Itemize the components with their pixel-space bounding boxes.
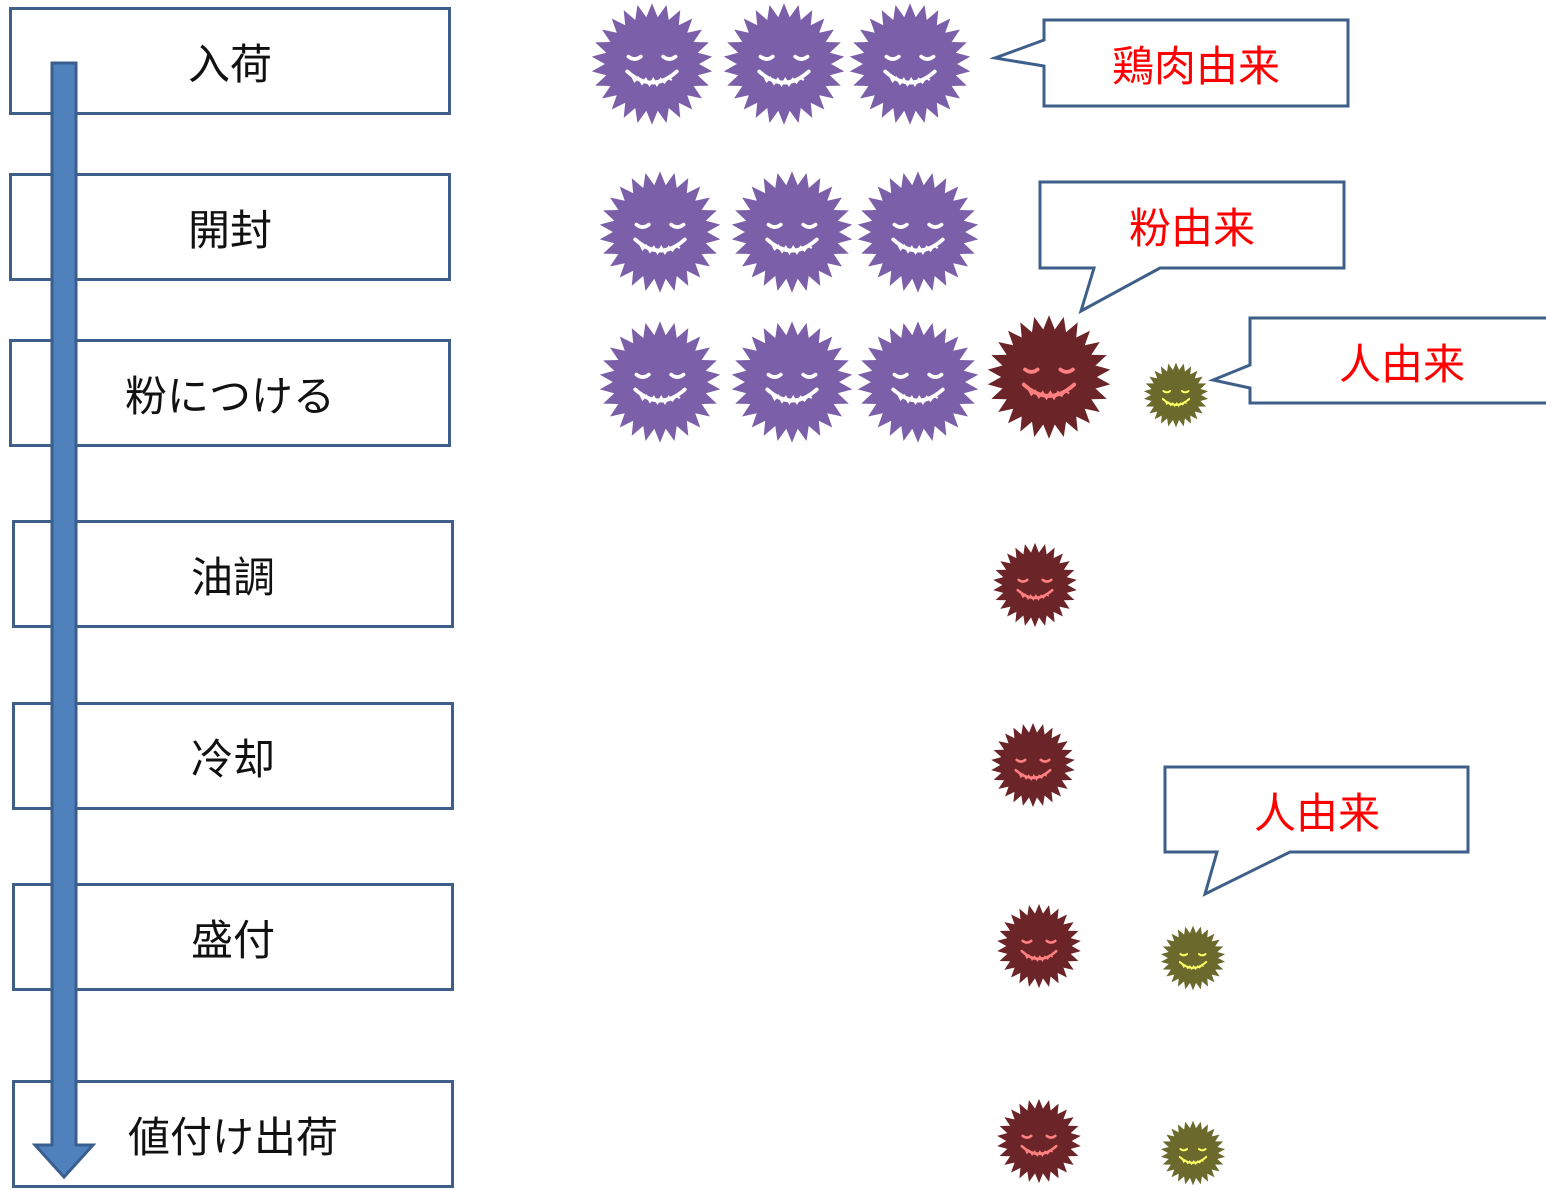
step-label: 値付け出荷 <box>127 1112 338 1162</box>
dark-red-germ-icon <box>986 314 1112 444</box>
step-label: 油調 <box>190 552 275 602</box>
step-label: 粉につける <box>124 371 335 421</box>
dark-red-germ-icon <box>990 722 1076 812</box>
callout-human1-text: 人由来 <box>1338 339 1465 389</box>
step-label: 盛付 <box>190 915 275 965</box>
step-label: 入荷 <box>187 39 272 89</box>
step-box-plating: 盛付 <box>12 883 454 991</box>
purple-germ-icon <box>848 2 972 130</box>
callout-flour-text: 粉由来 <box>1128 203 1255 253</box>
purple-germ-icon <box>598 170 722 298</box>
olive-germ-icon <box>1160 1120 1226 1190</box>
step-box-flour: 粉につける <box>9 339 451 447</box>
purple-germ-icon <box>722 2 846 130</box>
olive-germ-icon <box>1143 362 1209 432</box>
purple-germ-icon <box>856 320 980 448</box>
step-label: 開封 <box>187 205 272 255</box>
callout-human2-shape <box>1163 765 1470 897</box>
dark-red-germ-icon <box>992 542 1078 632</box>
purple-germ-icon <box>730 170 854 298</box>
step-box-frying: 油調 <box>12 520 454 628</box>
step-box-open: 開封 <box>9 173 451 281</box>
step-label: 冷却 <box>190 734 275 784</box>
callout-chicken-text: 鶏肉由来 <box>1111 41 1280 91</box>
step-box-arrival: 入荷 <box>9 7 451 115</box>
purple-germ-icon <box>856 170 980 298</box>
step-box-cooling: 冷却 <box>12 702 454 810</box>
callout-flour-shape <box>1038 180 1346 315</box>
olive-germ-icon <box>1160 925 1226 995</box>
callout-human1-shape <box>1207 316 1546 405</box>
dark-red-germ-icon <box>996 903 1082 993</box>
callout-human2-text: 人由来 <box>1253 788 1380 838</box>
step-box-shipping: 値付け出荷 <box>12 1080 454 1188</box>
dark-red-germ-icon <box>996 1098 1082 1188</box>
callout-chicken-shape <box>989 18 1350 108</box>
purple-germ-icon <box>590 2 714 130</box>
purple-germ-icon <box>598 320 722 448</box>
purple-germ-icon <box>730 320 854 448</box>
